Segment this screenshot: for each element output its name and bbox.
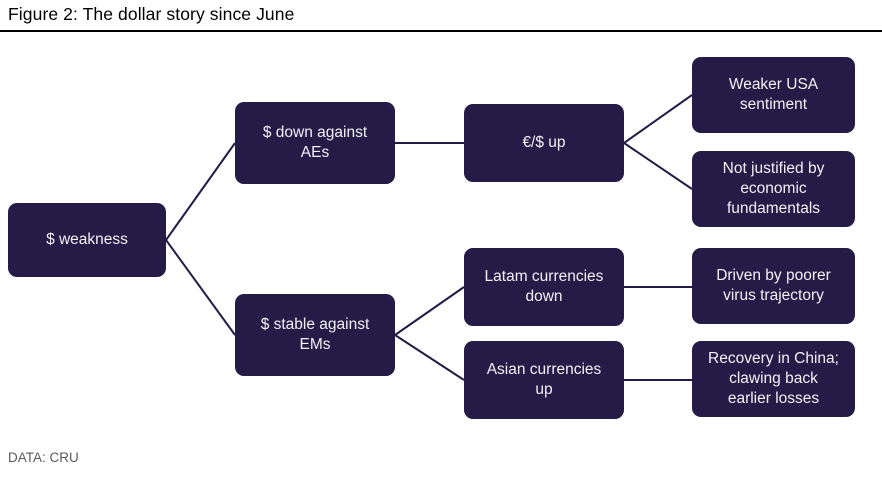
node-not_just[interactable]: Not justified by economic fundamentals <box>692 151 855 227</box>
connector-stable_ems-to-asian_up <box>394 334 465 381</box>
connector-eur_up-to-not_just <box>623 142 693 190</box>
node-label-asian_up: Asian currencies up <box>486 361 602 398</box>
node-label-latam_down: Latam currencies down <box>484 268 604 305</box>
node-label-down_aes: $ down against AEs <box>262 124 368 161</box>
page-title: Figure 2: The dollar story since June <box>8 4 295 24</box>
connector-eur_up-to-weaker_usa <box>623 94 693 144</box>
connector-stable_ems-to-latam_down <box>394 286 465 336</box>
node-label-root: $ weakness <box>46 231 128 249</box>
node-stable_ems[interactable]: $ stable against EMs <box>235 294 395 376</box>
node-asian_up[interactable]: Asian currencies up <box>464 341 624 419</box>
connector-root-to-stable_ems <box>165 239 236 336</box>
node-label-stable_ems: $ stable against EMs <box>260 316 370 353</box>
connector-layer <box>165 94 693 381</box>
title-divider <box>0 30 882 32</box>
flowchart-diagram: $ weakness $ down against AEs $ stable aga… <box>0 32 882 432</box>
node-virus_traj[interactable]: Driven by poorer virus trajectory <box>692 248 855 324</box>
node-root[interactable]: $ weakness <box>8 203 166 277</box>
node-label-not_just: Not justified by economic fundamentals <box>722 160 825 217</box>
node-down_aes[interactable]: $ down against AEs <box>235 102 395 184</box>
node-eur_up[interactable]: €/$ up <box>464 104 624 182</box>
node-label-china_rec: Recovery in China; clawing back earlier … <box>708 350 839 407</box>
node-label-weaker_usa: Weaker USA sentiment <box>728 76 819 113</box>
node-latam_down[interactable]: Latam currencies down <box>464 248 624 326</box>
node-china_rec[interactable]: Recovery in China; clawing back earlier … <box>692 341 855 417</box>
data-source-label: DATA: CRU <box>8 450 79 465</box>
node-weaker_usa[interactable]: Weaker USA sentiment <box>692 57 855 133</box>
connector-root-to-down_aes <box>165 142 236 241</box>
node-label-virus_traj: Driven by poorer virus trajectory <box>716 267 831 304</box>
node-label-eur_up: €/$ up <box>522 134 566 152</box>
